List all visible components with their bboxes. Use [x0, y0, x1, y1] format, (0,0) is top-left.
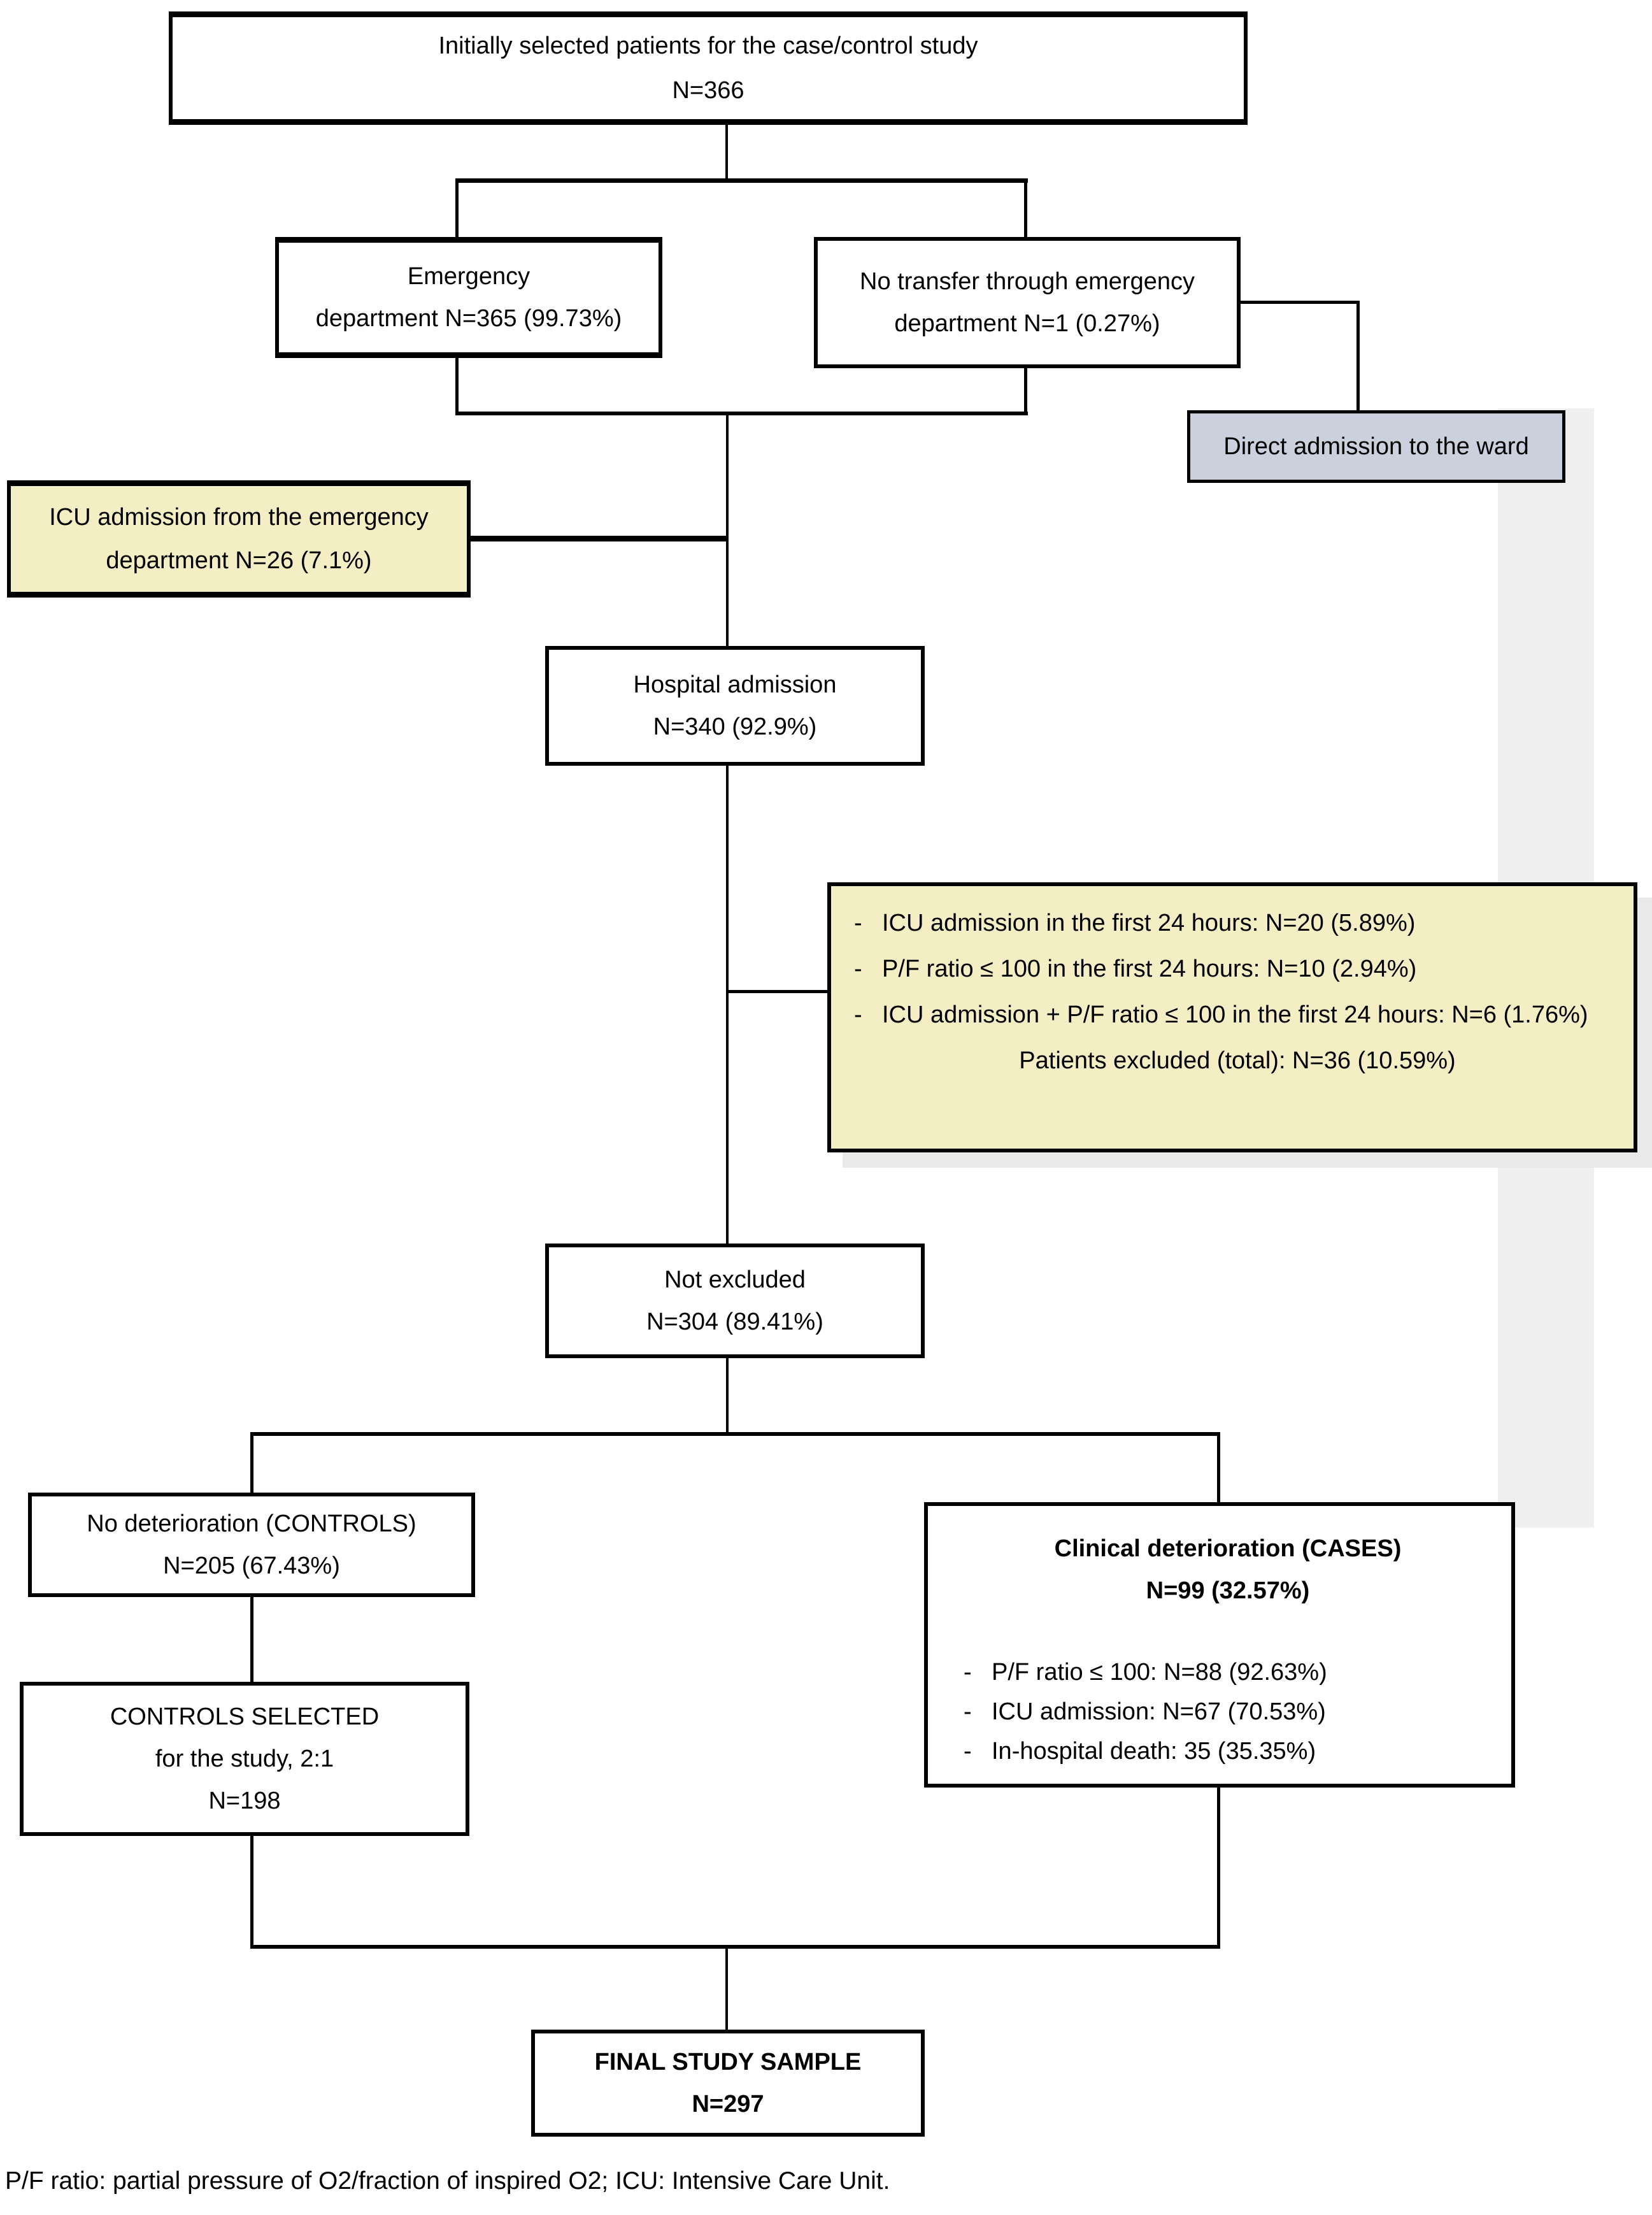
box-not-excluded: Not excluded N=304 (89.41%): [545, 1244, 925, 1358]
box-direct-admission-text: Direct admission to the ward: [1223, 433, 1529, 460]
bullet-dash: -: [854, 910, 862, 936]
connector-split2-right: [1217, 1432, 1220, 1503]
box-no-transfer: No transfer through emergency department…: [814, 237, 1241, 368]
bullet-item: -ICU admission: N=67 (70.53%): [964, 1692, 1492, 1731]
connector-split1-right: [1024, 178, 1027, 238]
connector-cases-down: [1217, 1786, 1220, 1947]
bullet-item: -P/F ratio ≤ 100: N=88 (92.63%): [964, 1652, 1492, 1692]
bullet-item: -P/F ratio ≤ 100 in the first 24 hours: …: [854, 946, 1621, 992]
box-no-transfer-n: department N=1 (0.27%): [894, 310, 1160, 337]
box-no-transfer-text: No transfer through emergency: [860, 268, 1195, 295]
box-initially-selected: Initially selected patients for the case…: [169, 11, 1248, 125]
box-emergency-n: department N=365 (99.73%): [315, 305, 622, 332]
bullet-text: P/F ratio ≤ 100: N=88 (92.63%): [992, 1659, 1327, 1686]
box-controls-selected-ratio: for the study, 2:1: [155, 1745, 334, 1772]
connector-controls-down: [250, 1596, 253, 1683]
box-controls-n: N=205 (67.43%): [163, 1552, 340, 1579]
connector-to-final: [725, 1947, 728, 2031]
box-controls-text: No deterioration (CONTROLS): [87, 1510, 417, 1537]
box-clinical-deterioration-cases: Clinical deterioration (CASES) N=99 (32.…: [924, 1502, 1515, 1788]
bullet-text: P/F ratio ≤ 100 in the first 24 hours: N…: [882, 956, 1417, 982]
bullet-dash: -: [964, 1738, 972, 1765]
bullet-text: In-hospital death: 35 (35.35%): [992, 1738, 1316, 1765]
bullet-text: ICU admission: N=67 (70.53%): [992, 1698, 1326, 1725]
bullet-dash: -: [854, 1001, 862, 1028]
bullet-dash: -: [854, 956, 862, 982]
box-cases-n: N=99 (32.57%): [1146, 1577, 1310, 1604]
box-hospital-admission: Hospital admission N=340 (92.9%): [545, 646, 925, 766]
box-controls-selected-n: N=198: [208, 1788, 281, 1814]
box-exclusions: -ICU admission in the first 24 hours: N=…: [827, 882, 1637, 1152]
box-emergency-text: Emergency: [407, 263, 530, 290]
box-icu-admission-n: department N=26 (7.1%): [106, 547, 372, 574]
cases-bullet-list: -P/F ratio ≤ 100: N=88 (92.63%)-ICU admi…: [964, 1652, 1492, 1771]
box-no-deterioration-controls: No deterioration (CONTROLS) N=205 (67.43…: [28, 1493, 475, 1597]
box-cases-title: Clinical deterioration (CASES): [1054, 1535, 1402, 1562]
box-initially-selected-n: N=366: [672, 77, 744, 104]
connector-icu-branch: [471, 536, 728, 541]
connector-join2-horizontal: [250, 1945, 1220, 1949]
connector-no-transfer-down: [1024, 368, 1027, 414]
box-controls-selected-text: CONTROLS SELECTED: [110, 1703, 380, 1730]
bullet-dash: -: [964, 1698, 972, 1725]
exclusions-bullet-list: -ICU admission in the first 24 hours: N=…: [854, 900, 1621, 1038]
connector-to-direct-admission-v: [1356, 301, 1360, 412]
connector-split2-left: [250, 1432, 253, 1494]
bullet-item: -ICU admission + P/F ratio ≤ 100 in the …: [854, 992, 1621, 1038]
box-not-excluded-n: N=304 (89.41%): [646, 1308, 823, 1335]
connector-not-excluded-down: [726, 1357, 729, 1435]
box-icu-admission-text: ICU admission from the emergency: [49, 504, 429, 531]
bullet-dash: -: [964, 1659, 972, 1686]
connector-controls-selected-down: [250, 1835, 253, 1947]
connector-center-to-hospital: [726, 414, 729, 647]
connector-initial-to-split: [725, 124, 728, 181]
box-direct-admission-ward: Direct admission to the ward: [1187, 410, 1565, 483]
box-not-excluded-text: Not excluded: [664, 1266, 806, 1293]
box-final-study-sample: FINAL STUDY SAMPLE N=297: [531, 2030, 925, 2137]
connector-split1-horizontal: [455, 178, 1028, 183]
box-controls-selected: CONTROLS SELECTED for the study, 2:1 N=1…: [20, 1682, 469, 1836]
bullet-text: ICU admission + P/F ratio ≤ 100 in the f…: [882, 1001, 1588, 1028]
connector-exclusions-branch: [728, 990, 829, 993]
connector-split1-left: [455, 178, 459, 238]
box-initially-selected-text: Initially selected patients for the case…: [438, 32, 978, 59]
box-hospital-admission-text: Hospital admission: [633, 671, 837, 698]
box-final-text: FINAL STUDY SAMPLE: [594, 2049, 862, 2075]
connector-split2-horizontal: [250, 1432, 1220, 1436]
connector-join1-horizontal: [455, 412, 1028, 415]
bullet-item: -ICU admission in the first 24 hours: N=…: [854, 900, 1621, 946]
box-icu-admission-emergency: ICU admission from the emergency departm…: [7, 480, 471, 598]
bullet-item: -In-hospital death: 35 (35.35%): [964, 1731, 1492, 1771]
box-hospital-admission-n: N=340 (92.9%): [653, 713, 817, 740]
exclusions-total: Patients excluded (total): N=36 (10.59%): [1019, 1047, 1456, 1074]
connector-hospital-to-not-excluded: [726, 764, 729, 1245]
bullet-text: ICU admission in the first 24 hours: N=2…: [882, 910, 1416, 936]
footnote-abbreviations: P/F ratio: partial pressure of O2/fracti…: [5, 2167, 890, 2195]
box-final-n: N=297: [692, 2091, 764, 2118]
box-emergency-department: Emergency department N=365 (99.73%): [275, 237, 662, 358]
connector-emergency-down: [455, 358, 459, 415]
connector-to-direct-admission-h: [1239, 301, 1360, 304]
